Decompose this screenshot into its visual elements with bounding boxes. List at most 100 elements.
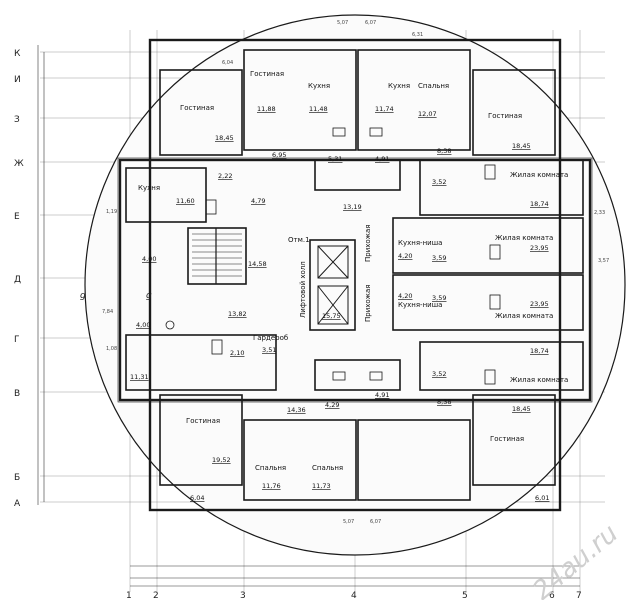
axis-row-label: В <box>14 389 20 399</box>
room-name: Жилая комната <box>495 234 553 242</box>
room-name: Гостиная <box>180 104 214 112</box>
room-name: Гостиная <box>490 435 524 443</box>
area-value: 8,38 <box>437 398 451 406</box>
area-value: 4,00 <box>136 321 150 329</box>
area-value: 6,07 <box>370 519 381 525</box>
room-area: 11,74 <box>375 105 394 113</box>
area-value: 6,04 <box>222 60 233 66</box>
room-area: 19,52 <box>212 456 231 464</box>
room-area: 18,45 <box>512 142 531 150</box>
area-value: 5,07 <box>337 20 348 26</box>
area-value: 3,59 <box>432 254 446 262</box>
area-value: 3,57 <box>598 258 609 264</box>
area-value: 14,36 <box>287 406 306 414</box>
room-area: 11,60 <box>176 197 195 205</box>
room-name: Спальня <box>255 464 286 472</box>
watermark: 24au.ru <box>527 519 624 600</box>
area-value: 2,10 <box>230 349 244 357</box>
axis-row-label: И <box>14 75 21 85</box>
room-name: Прихожая <box>364 285 372 323</box>
room-area: 12,07 <box>418 110 437 118</box>
room-name: Кухня-ниша <box>398 301 442 309</box>
room-area: 23,95 <box>530 300 549 308</box>
area-value: 6,04 <box>190 494 204 502</box>
room-name: Гардероб <box>253 334 288 342</box>
area-value: 2,33 <box>594 210 605 216</box>
area-value: 7,84 <box>102 309 113 315</box>
area-value: 1,19 <box>106 209 117 215</box>
room-area: 4,20 <box>398 292 412 300</box>
area-value: 3,59 <box>432 294 446 302</box>
axis-row-label: Е <box>14 212 20 222</box>
room-area: 11,88 <box>257 105 276 113</box>
axis-col-label: 3 <box>240 591 246 600</box>
room-name: Жилая комната <box>510 171 568 179</box>
level-mark: Отм.1 <box>288 236 310 244</box>
room-area: 11,48 <box>309 105 328 113</box>
area-value: 2,22 <box>218 172 232 180</box>
area-value: 4,79 <box>251 197 265 205</box>
room-name: Лифтовой холл <box>299 261 307 318</box>
room-name: Кухня <box>138 184 160 192</box>
room-area: 18,45 <box>215 134 234 142</box>
axis-col-label: 2 <box>153 591 159 600</box>
area-value: 3,52 <box>432 178 446 186</box>
axis-col-label: 5 <box>462 591 468 600</box>
area-value: 8,38 <box>437 147 451 155</box>
room-name: Спальня <box>418 82 449 90</box>
room-area: 18,74 <box>530 200 549 208</box>
area-value: 6,07 <box>365 20 376 26</box>
area-value: 4,91 <box>375 155 389 163</box>
axis-row-label: Г <box>14 335 20 345</box>
area-value: 14,58 <box>248 260 267 268</box>
room-name: Гостиная <box>488 112 522 120</box>
axis-labels-cols: 1 2 3 4 5 6 7 <box>126 591 582 600</box>
area-value: 4,29 <box>325 401 339 409</box>
axis-labels-rows: К И З Ж Е Д Г В Б А <box>14 49 24 509</box>
walls <box>125 49 584 501</box>
room-name: Кухня <box>308 82 330 90</box>
axis-col-label: 1 <box>126 591 132 600</box>
elevators <box>317 245 349 325</box>
room-area: 11,76 <box>262 482 281 490</box>
room-name: Кухня <box>388 82 410 90</box>
area-value: 6,01 <box>535 494 549 502</box>
room-area: 4,20 <box>398 252 412 260</box>
area-value: 3,52 <box>432 370 446 378</box>
axis-col-label: 6 <box>549 591 555 600</box>
room-name: Жилая комната <box>510 376 568 384</box>
axis-row-label: К <box>14 49 21 59</box>
area-value: 4,00 <box>142 255 156 263</box>
room-area: 18,45 <box>512 405 531 413</box>
area-value: 6,95 <box>272 151 286 159</box>
section-mark: g <box>146 291 152 301</box>
area-value: 1,08 <box>106 346 117 352</box>
area-value: 13,82 <box>228 310 247 318</box>
area-value: 11,31 <box>130 373 149 381</box>
room-area: 18,74 <box>530 347 549 355</box>
area-value: 6,31 <box>412 32 423 38</box>
dimension-lines <box>37 45 580 587</box>
room-area: 3,51 <box>262 346 276 354</box>
section-mark: g <box>80 291 86 301</box>
area-value: 15,75 <box>322 312 341 320</box>
room-name: Гостиная <box>186 417 220 425</box>
area-labels: 6,95 5,31 4,91 8,38 3,52 4,79 2,22 13,19… <box>102 20 609 525</box>
room-name: Спальня <box>312 464 343 472</box>
area-value: 5,07 <box>343 519 354 525</box>
room-name: Гостиная <box>250 70 284 78</box>
area-value: 5,31 <box>328 155 342 163</box>
axis-col-label: 4 <box>351 591 357 600</box>
room-area: 23,95 <box>530 244 549 252</box>
room-name: Прихожая <box>364 225 372 263</box>
area-value: 4,91 <box>375 391 389 399</box>
axis-col-label: 7 <box>576 591 582 600</box>
axis-row-label: Ж <box>14 159 24 169</box>
room-area: 11,73 <box>312 482 331 490</box>
room-name: Жилая комната <box>495 312 553 320</box>
room-labels: Гостиная 18,45 Гостиная 11,88 Кухня 11,4… <box>138 70 568 490</box>
area-value: 13,19 <box>343 203 362 211</box>
plumbing <box>165 127 501 385</box>
axis-row-label: Д <box>14 275 21 285</box>
